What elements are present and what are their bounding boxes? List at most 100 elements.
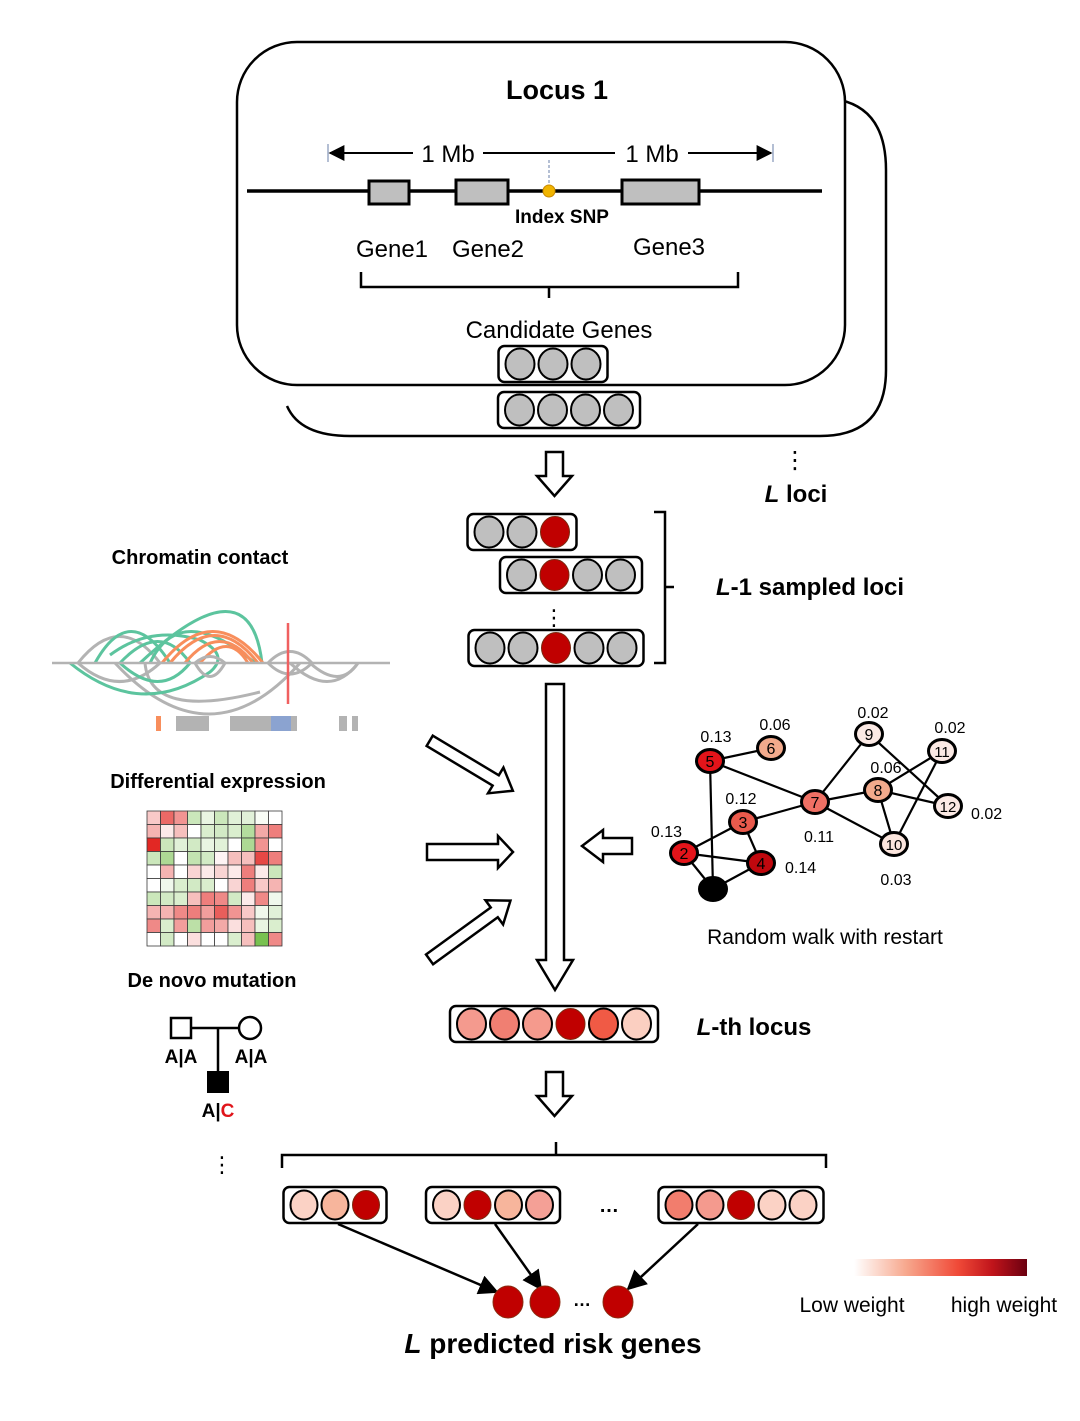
heatmap-cell bbox=[146, 810, 161, 825]
heatmap-cell bbox=[187, 824, 202, 839]
heatmap-cell bbox=[160, 932, 175, 947]
candidate-gene-node bbox=[621, 1007, 652, 1041]
candidate-gene-node bbox=[541, 632, 571, 664]
locus-panel-stack bbox=[235, 40, 888, 438]
network-edge bbox=[814, 801, 895, 845]
central-down-arrow bbox=[534, 682, 576, 993]
network-node-1: 1 bbox=[698, 876, 728, 902]
high-weight-label: high weight bbox=[951, 1294, 1057, 1317]
heatmap-cell bbox=[241, 932, 256, 947]
gene3-label: Gene3 bbox=[633, 234, 705, 261]
gene2-box bbox=[454, 178, 510, 206]
orange-arc bbox=[168, 634, 260, 664]
chromatin-title: Chromatin contact bbox=[112, 547, 289, 569]
network-node-circle bbox=[746, 850, 776, 876]
candidate-gene-node bbox=[525, 1189, 554, 1221]
gray-arc bbox=[143, 662, 261, 703]
candidate-gene-node bbox=[540, 516, 570, 548]
candidate-gene-node bbox=[506, 558, 537, 592]
network-node-circle bbox=[728, 809, 758, 835]
network-node-5: 50.13 bbox=[695, 729, 732, 774]
sampled-locus-row bbox=[498, 555, 644, 595]
sampled-loci bbox=[466, 512, 645, 668]
green-arc bbox=[118, 640, 192, 683]
heatmap-cell bbox=[241, 918, 256, 933]
heatmap-cell bbox=[173, 851, 188, 866]
heatmap-cell bbox=[268, 891, 283, 906]
heatmap-cell bbox=[200, 837, 215, 852]
candidate-brace bbox=[359, 272, 740, 298]
gene1-box bbox=[367, 179, 411, 206]
chromosome bbox=[247, 178, 822, 206]
result-group-3 bbox=[657, 1185, 825, 1225]
candidate-genes-label: Candidate Genes bbox=[466, 317, 653, 344]
heatmap-cell bbox=[241, 837, 256, 852]
network-node-weight: 0.13 bbox=[651, 824, 682, 841]
expression-input-arrow bbox=[425, 832, 515, 872]
track-orange bbox=[156, 716, 161, 731]
candidate-gene-node bbox=[537, 347, 569, 381]
candidate-gene-node bbox=[664, 1189, 694, 1221]
green-arc bbox=[93, 630, 172, 664]
heatmap-cell bbox=[268, 837, 283, 852]
father-genotype: A|A bbox=[165, 1047, 198, 1068]
heatmap-cell bbox=[146, 864, 161, 879]
child-square bbox=[207, 1071, 229, 1093]
heatmap-cell bbox=[160, 837, 175, 852]
candidate-gene-node bbox=[695, 1189, 725, 1221]
gene3-box bbox=[620, 178, 701, 206]
network-edge bbox=[868, 733, 949, 807]
heatmap-cell bbox=[160, 905, 175, 920]
network-node-id: 7 bbox=[811, 795, 820, 812]
heatmap-cell bbox=[187, 918, 202, 933]
heatmap-cell bbox=[214, 810, 229, 825]
candidate-gene-node bbox=[320, 1189, 350, 1221]
down-arrow-2 bbox=[534, 1070, 575, 1118]
mutant-allele: C bbox=[221, 1101, 235, 1122]
network-node-10: 100.03 bbox=[879, 831, 912, 889]
predicted-gene bbox=[529, 1285, 561, 1319]
heatmap-cell bbox=[200, 824, 215, 839]
candidate-group-locus1 bbox=[497, 344, 609, 384]
heatmap-cell bbox=[227, 810, 242, 825]
heatmap-cell bbox=[227, 837, 242, 852]
candidate-gene-node bbox=[504, 393, 535, 427]
network-node-id: 2 bbox=[680, 846, 689, 863]
predicted-genes: … bbox=[492, 1285, 634, 1319]
heatmap-cell bbox=[146, 891, 161, 906]
candidate-gene-node bbox=[537, 393, 568, 427]
heatmap-cell bbox=[146, 851, 161, 866]
candidate-gene-node bbox=[456, 1007, 487, 1041]
heatmap-cell bbox=[241, 864, 256, 879]
heatmap-cell bbox=[160, 824, 175, 839]
right-distance-label: 1 Mb bbox=[625, 141, 678, 168]
heatmap-cell bbox=[214, 851, 229, 866]
candidate-gene-node bbox=[572, 558, 603, 592]
network-node-weight: 0.06 bbox=[759, 717, 790, 734]
heatmap-cell bbox=[173, 891, 188, 906]
network-node-circle bbox=[698, 876, 728, 902]
heatmap-cell bbox=[268, 932, 283, 947]
down-arrow-1 bbox=[534, 450, 575, 498]
heatmap-cell bbox=[146, 905, 161, 920]
mother-genotype: A|A bbox=[235, 1047, 268, 1068]
network-node-weight: 0.13 bbox=[700, 729, 731, 746]
network-node-9: 90.02 bbox=[854, 705, 889, 747]
group1-to-prediction-arrow bbox=[337, 1222, 499, 1295]
track-gray bbox=[291, 716, 297, 731]
gray-arc bbox=[113, 661, 302, 716]
candidate-gene-node bbox=[570, 347, 602, 381]
heatmap-cell bbox=[173, 864, 188, 879]
predicted-gene bbox=[602, 1285, 634, 1319]
mutation-title: De novo mutation bbox=[128, 970, 297, 992]
sampled-locus-row bbox=[466, 512, 578, 552]
candidate-gene-node bbox=[539, 559, 570, 591]
orange-arc bbox=[160, 630, 265, 664]
lth-locus bbox=[448, 1004, 660, 1044]
heatmap-cell bbox=[187, 810, 202, 825]
predicted-gene bbox=[492, 1285, 524, 1319]
heatmap-cell bbox=[241, 905, 256, 920]
heatmap-cell bbox=[227, 864, 242, 879]
